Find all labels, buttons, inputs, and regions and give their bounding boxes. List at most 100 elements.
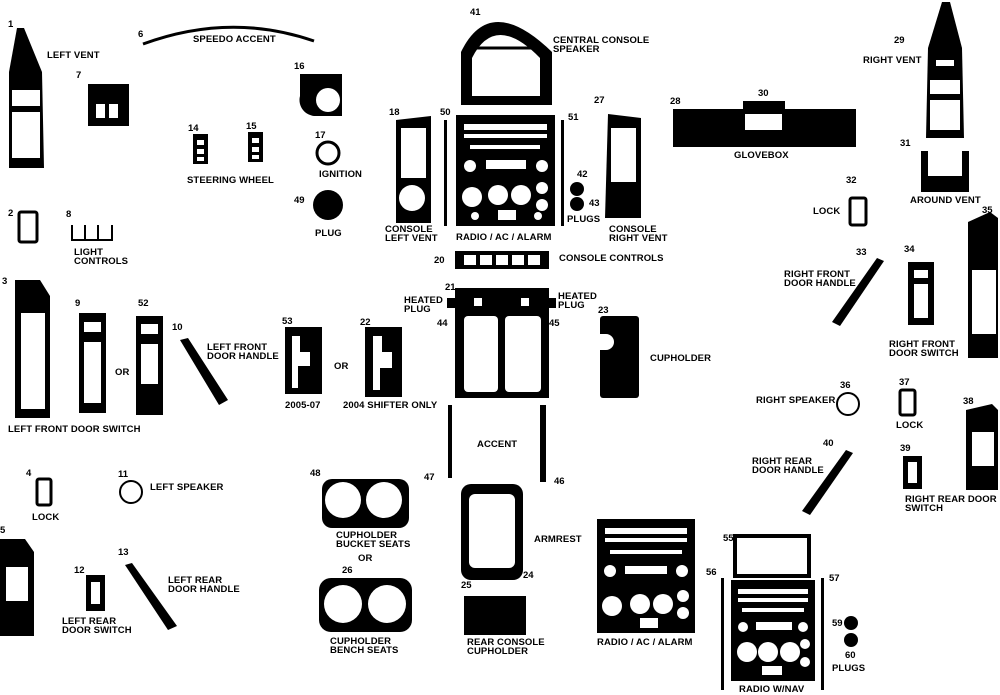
label-steering-wheel: STEERING WHEEL [187,175,274,186]
part-console-controls [455,251,549,269]
label-lock-4: LOCK [32,512,60,523]
number-18: 18 [389,107,400,118]
label-ignition: IGNITION [319,169,363,180]
number-53: 53 [282,316,293,327]
label-cupholder-bench-2: BENCH SEATS [330,645,399,656]
label-radio-ac-alarm: RADIO / AC / ALARM [456,232,552,243]
number-56: 56 [706,567,717,578]
label-heated-plug-left-1: HEATED [404,295,443,306]
part-52 [136,316,163,415]
number-55: 55 [723,533,734,544]
part-lock-2 [17,210,39,244]
part-cupholder-bench [319,578,412,632]
number-11: 11 [118,469,129,480]
label-right-rear-door-switch-1: RIGHT REAR DOOR [905,494,997,505]
part-shifter-2004 [365,327,402,397]
part-glovebox [673,101,856,147]
part-right-front-door-switch [908,262,934,325]
part-lock-4 [35,477,53,507]
part-56 [721,578,724,690]
label-radio-w-nav: RADIO W/NAV [739,684,805,695]
number-41: 41 [470,7,481,18]
label-radio-ac-alarm-2: RADIO / AC / ALARM [597,637,693,648]
part-5 [0,539,34,636]
part-left-rear-door-switch [86,575,105,611]
number-50: 50 [440,107,451,118]
part-around-vent [921,151,969,192]
label-right-front-door-switch-2: DOOR SWITCH [889,348,959,359]
part-50 [444,120,447,226]
number-21: 21 [445,282,456,293]
part-51 [561,120,564,226]
label-right-rear-door-handle-1: RIGHT REAR [752,456,813,467]
part-heated-plug-left [447,298,455,308]
part-steering-wheel-14 [193,134,208,164]
label-heated-plug-right-2: PLUG [558,300,585,311]
label-right-rear-door-switch-2: SWITCH [905,503,944,514]
part-cupholder-23 [600,316,639,398]
number-23: 23 [598,305,609,316]
number-30: 30 [758,88,769,99]
label-central-console-speaker-1: CENTRAL CONSOLE [553,35,650,46]
label-left-front-door-handle-1: LEFT FRONT [207,342,268,353]
label-left-rear-door-handle-1: LEFT REAR [168,575,223,586]
number-34: 34 [904,244,915,255]
number-46: 46 [554,476,565,487]
label-left-rear-door-switch-1: LEFT REAR [62,616,117,627]
part-rear-console-cupholder [464,592,526,635]
number-2: 2 [8,208,14,219]
label-left-rear-door-switch-2: DOOR SWITCH [62,625,132,636]
part-console-right-vent [605,114,641,218]
label-cupholder-bucket-1: CUPHOLDER [336,530,398,541]
label-console-left-vent-1: CONSOLE [385,224,433,235]
label-right-speaker: RIGHT SPEAKER [756,395,836,406]
label-left-vent: LEFT VENT [47,50,100,61]
number-3: 3 [2,276,8,287]
label-right-front-door-handle-2: DOOR HANDLE [784,278,856,289]
number-59: 59 [832,618,843,629]
number-42: 42 [577,169,588,180]
number-8: 8 [66,209,72,220]
number-33: 33 [856,247,867,258]
label-around-vent: AROUND VENT [910,195,981,206]
number-9: 9 [75,298,81,309]
label-console-right-vent-2: RIGHT VENT [609,233,668,244]
part-left-vent [9,28,44,168]
number-36: 36 [840,380,851,391]
label-left-rear-door-handle-2: DOOR HANDLE [168,584,240,595]
label-or-1: OR [115,367,130,378]
part-38 [966,404,998,490]
part-ignition [315,140,341,166]
part-nav-screen [733,534,811,578]
label-armrest: ARMREST [534,534,582,545]
number-29: 29 [894,35,905,46]
part-left-speaker [119,480,143,504]
label-console-controls: CONSOLE CONTROLS [559,253,664,264]
number-12: 12 [74,565,85,576]
number-26: 26 [342,565,353,576]
number-6: 6 [138,29,144,40]
part-right-vent [926,2,964,138]
number-4: 4 [26,468,32,479]
number-20: 20 [434,255,445,266]
label-right-vent: RIGHT VENT [863,55,922,66]
part-heated-plug-right [548,298,556,308]
number-43: 43 [589,198,600,209]
part-plug-42 [570,182,584,196]
label-left-front-door-handle-2: DOOR HANDLE [207,351,279,362]
part-left-rear-door-handle [125,563,177,630]
part-35 [968,212,998,358]
number-54: 54 [605,599,617,610]
number-38: 38 [963,396,974,407]
label-cupholder: CUPHOLDER [650,353,712,364]
number-51: 51 [568,112,579,123]
part-plug [313,190,343,220]
part-speedo-accent [142,25,315,46]
label-left-front-door-switch: LEFT FRONT DOOR SWITCH [8,424,141,435]
label-right-rear-door-handle-2: DOOR HANDLE [752,465,824,476]
part-plug-59 [844,616,858,630]
label-shifter-2004: 2004 SHIFTER ONLY [343,400,438,411]
number-31: 31 [900,138,911,149]
label-or-3: OR [358,553,373,564]
